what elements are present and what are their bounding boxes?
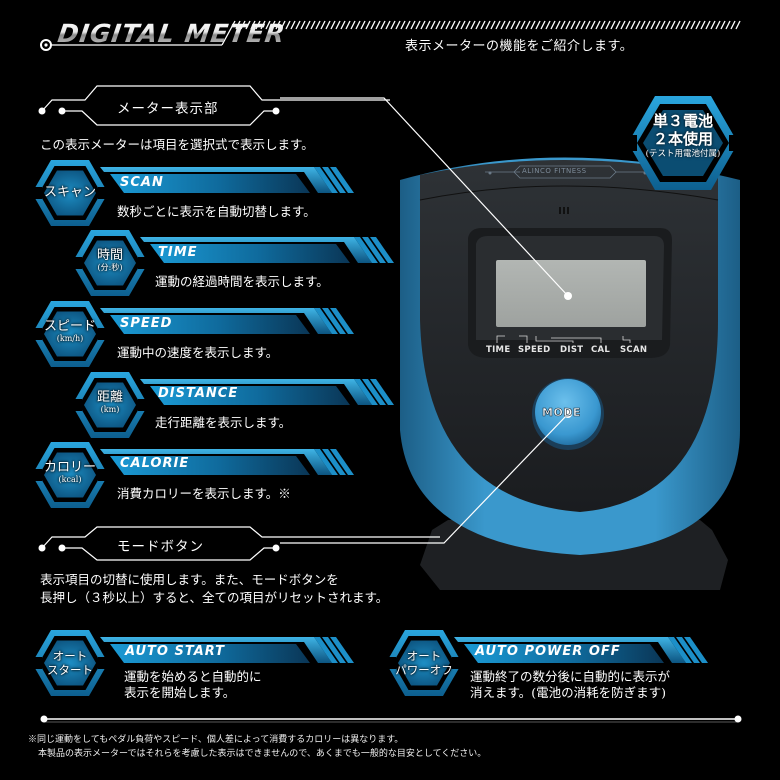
battery-badge-hex bbox=[623, 96, 743, 190]
feature-title-scan: SCAN bbox=[120, 175, 164, 190]
hex-label-auto-power-off: オート パワーオフ bbox=[395, 649, 453, 677]
battery-badge: 単３電池 ２本使用 (テスト用電池付属) bbox=[628, 112, 738, 161]
feature-title-auto-power-off: AUTO POWER OFF bbox=[475, 644, 621, 659]
hex-label-calorie: カロリー (kcal) bbox=[43, 460, 96, 485]
lcd-label-cal: CAL bbox=[591, 345, 611, 355]
page-subtitle: 表示メーターの機能をご紹介します。 bbox=[405, 39, 634, 54]
feature-desc-scan: 数秒ごとに表示を自動切替します。 bbox=[117, 204, 316, 219]
lcd-label-scan: SCAN bbox=[620, 345, 648, 355]
auto-power-off-desc-line1: 運動終了の数分後に自動的に表示が bbox=[470, 669, 671, 684]
auto-power-off-desc-line2: 消えます。(電池の消耗を防ぎます) bbox=[470, 685, 667, 700]
mode-text-line1: 表示項目の切替に使用します。また、モードボタンを bbox=[40, 572, 339, 587]
feature-desc-speed: 運動中の速度を表示します。 bbox=[117, 345, 279, 360]
auto-start-desc-line2: 表示を開始します。 bbox=[124, 685, 236, 700]
mode-text-line2: 長押し（３秒以上）すると、全ての項目がリセットされます。 bbox=[40, 590, 389, 605]
section-heading-display: メーター表示部 bbox=[117, 101, 219, 117]
hex-label-distance: 距離 (km) bbox=[96, 390, 123, 415]
hex-label-scan: スキャン bbox=[43, 185, 96, 200]
battery-line2: ２本使用 bbox=[652, 130, 713, 148]
hex-label-speed: スピード (km/h) bbox=[43, 319, 96, 344]
lcd-label-speed: SPEED bbox=[518, 345, 551, 355]
feature-title-time: TIME bbox=[158, 245, 198, 260]
footnote-line2: 本製品の表示メーターではそれらを考慮した表示はできませんので、あくまでも一般的な… bbox=[38, 749, 487, 759]
device-illustration bbox=[280, 97, 740, 590]
footnote: ※同じ運動をしてもペダル負荷やスピード、個人差によって消費するカロリーは異なりま… bbox=[28, 733, 486, 761]
hex-label-auto-start: オート スタート bbox=[47, 649, 93, 677]
mode-button: MODE bbox=[542, 406, 581, 420]
feature-title-auto-start: AUTO START bbox=[125, 644, 226, 659]
page-title: DIGITAL METER bbox=[55, 19, 288, 48]
footnote-line1: ※同じ運動をしてもペダル負荷やスピード、個人差によって消費するカロリーは異なりま… bbox=[28, 735, 404, 745]
battery-line1: 単３電池 bbox=[652, 112, 713, 130]
feature-title-speed: SPEED bbox=[120, 316, 173, 331]
feature-desc-calorie: 消費カロリーを表示します。※ bbox=[117, 486, 291, 501]
auto-start-desc-line1: 運動を始めると自動的に bbox=[124, 669, 262, 684]
battery-line3: (テスト用電池付属) bbox=[645, 149, 721, 159]
section-heading-mode: モードボタン bbox=[117, 539, 204, 555]
feature-title-calorie: CALORIE bbox=[120, 456, 190, 471]
lcd-label-dist: DIST bbox=[560, 345, 584, 355]
lcd-label-time: TIME bbox=[486, 345, 511, 355]
feature-title-distance: DISTANCE bbox=[158, 386, 239, 401]
hex-label-time: 時間 (分:秒) bbox=[96, 248, 123, 273]
display-intro-text: この表示メーターは項目を選択式で表示します。 bbox=[40, 137, 314, 152]
feature-desc-distance: 走行距離を表示します。 bbox=[155, 415, 292, 430]
feature-desc-time: 運動の経過時間を表示します。 bbox=[155, 274, 329, 289]
device-brand: ALINCO FITNESS bbox=[522, 167, 587, 175]
